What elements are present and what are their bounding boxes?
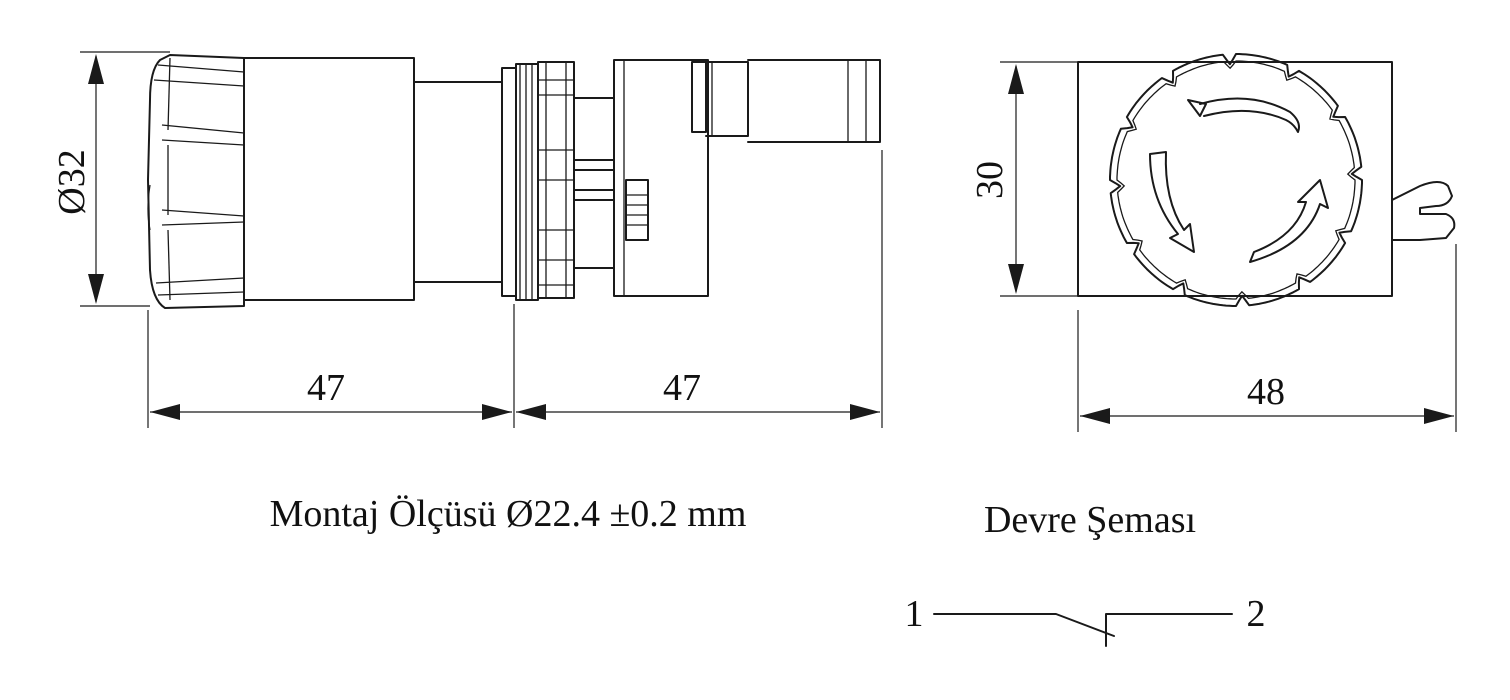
- side-view-dimensions: Ø32 47 47: [51, 51, 883, 428]
- mounting-nut: [537, 61, 575, 299]
- pin-2-label: 2: [1247, 593, 1266, 635]
- button-body: [243, 57, 415, 301]
- height-label: 30: [969, 161, 1011, 199]
- circuit-title: Devre Şeması: [984, 499, 1196, 541]
- front-view: [1077, 53, 1456, 307]
- right-length-label: 47: [663, 367, 701, 409]
- front-base: [1077, 61, 1393, 297]
- nc-contact-symbol: [933, 613, 1233, 647]
- diameter-label: Ø32: [51, 149, 93, 214]
- width-label: 48: [1247, 371, 1285, 413]
- mounting-caption: Montaj Ölçüsü Ø22.4 ±0.2 mm: [270, 493, 747, 535]
- mushroom-head-front: [1109, 53, 1363, 307]
- left-length-label: 47: [307, 367, 345, 409]
- mushroom-head: [147, 54, 245, 309]
- contact-block: [613, 59, 709, 297]
- front-view-dimensions: 30 48: [969, 61, 1457, 432]
- terminal-tab: [1391, 181, 1456, 241]
- circuit-diagram: 1 2: [905, 593, 1266, 647]
- button-neck: [413, 81, 503, 283]
- shaft: [573, 97, 615, 269]
- side-view: [147, 54, 881, 309]
- terminal: [691, 59, 881, 143]
- mounting-ring: [501, 63, 539, 301]
- pin-1-label: 1: [905, 593, 924, 635]
- twist-release-arrows: [1149, 97, 1329, 263]
